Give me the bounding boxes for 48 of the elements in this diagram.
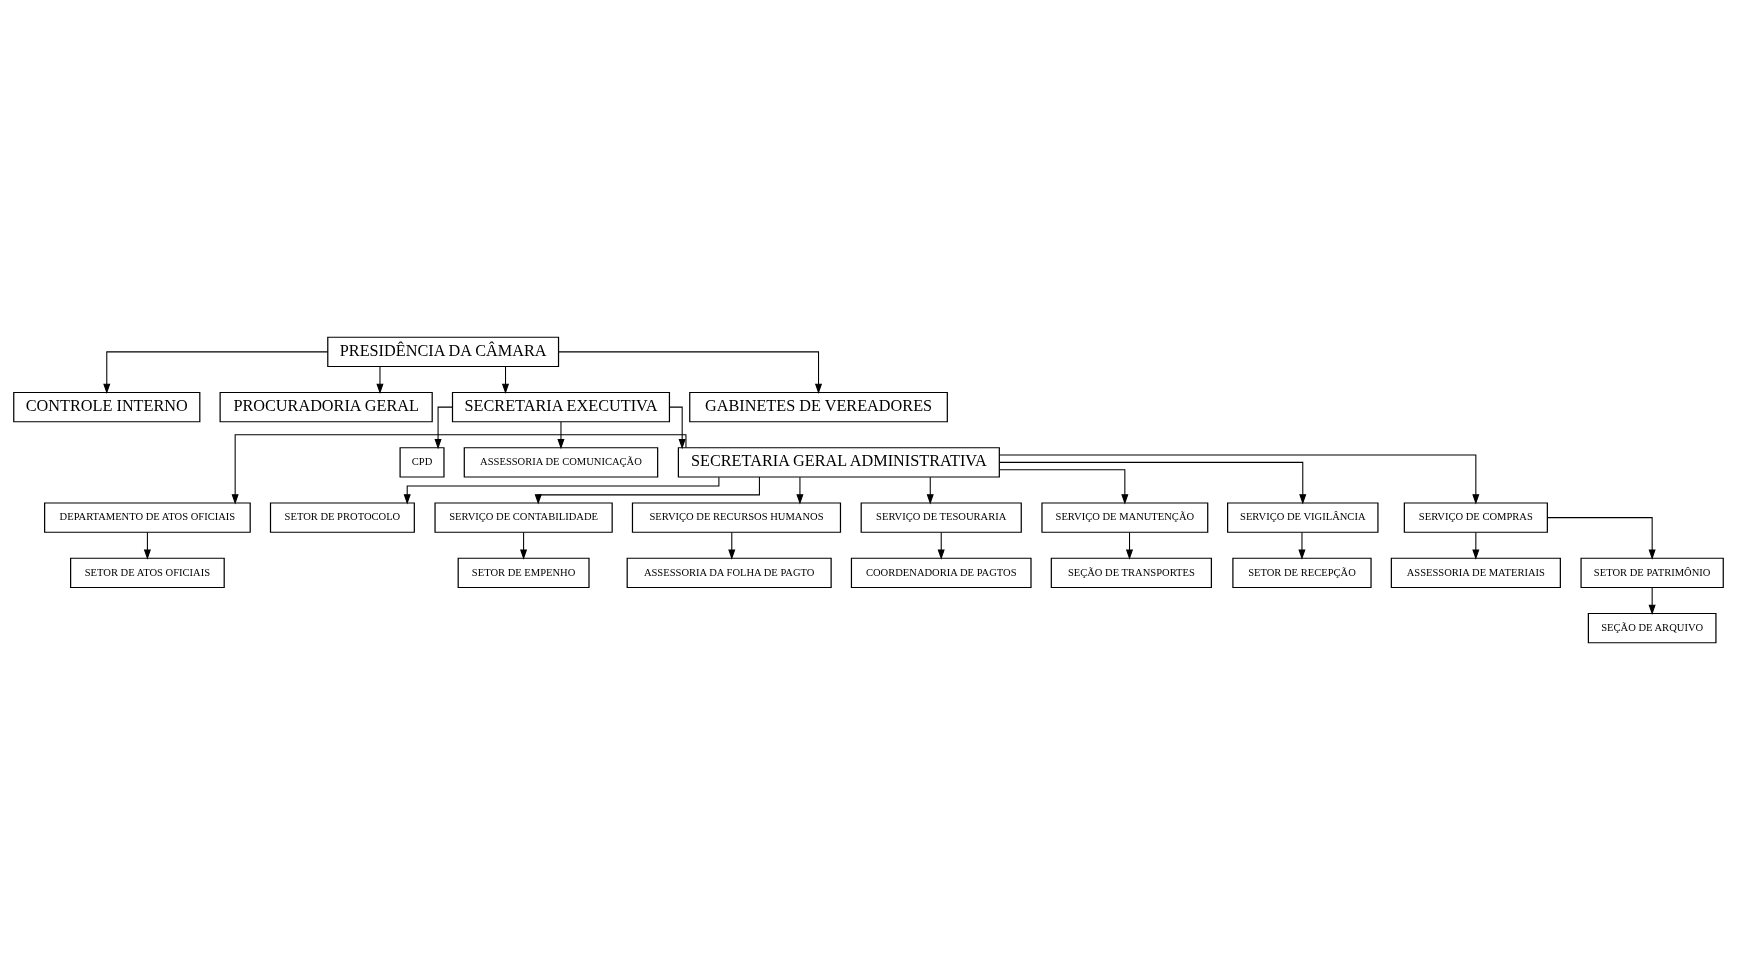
node-box: SETOR DE RECEPÇÃO xyxy=(1232,557,1372,589)
node-box: CONTROLE INTERNO xyxy=(13,391,201,423)
arrow xyxy=(998,461,1307,505)
node-box: ASSESSORIA DA FOLHA DE PAGTO xyxy=(626,557,832,589)
arrow xyxy=(1125,531,1134,560)
arrow xyxy=(728,531,736,560)
arrow xyxy=(998,469,1129,505)
arrow xyxy=(1472,531,1480,560)
node-box: SECRETARIA EXECUTIVA xyxy=(451,391,671,423)
node-box: SERVIÇO DE CONTABILIDADE xyxy=(434,502,613,533)
arrow xyxy=(926,476,934,505)
node-box: SEÇÃO DE ARQUIVO xyxy=(1587,612,1717,644)
node-box: DEPARTAMENTO DE ATOS OFICIAIS xyxy=(44,502,251,533)
arrow xyxy=(1547,517,1656,560)
node-box: SERVIÇO DE RECURSOS HUMANOS xyxy=(631,502,842,533)
node-box: SERVIÇO DE TESOURARIA xyxy=(860,502,1022,533)
arrow xyxy=(1648,587,1656,615)
node-box: SECRETARIA GERAL ADMINISTRATIVA xyxy=(677,447,1000,478)
arrow xyxy=(557,421,565,450)
node-box: ASSESSORIA DE COMUNICAÇÃO xyxy=(463,447,659,478)
node-box: SERVIÇO DE MANUTENÇÃO xyxy=(1041,502,1209,533)
arrow xyxy=(796,476,804,505)
node-box: SERVIÇO DE VIGILÂNCIA xyxy=(1227,502,1379,533)
arrow xyxy=(376,366,384,394)
node-box: SERVIÇO DE COMPRAS xyxy=(1403,502,1548,533)
arrow xyxy=(669,406,686,450)
node-box: PROCURADORIA GERAL xyxy=(219,391,433,423)
arrow xyxy=(937,531,945,560)
node-box: SEÇÃO DE TRANSPORTES xyxy=(1050,557,1212,589)
node-box: SETOR DE PATRIMÔNIO xyxy=(1580,557,1724,589)
node-box: CPD xyxy=(399,447,445,478)
node-box: PRESIDÊNCIA DA CÂMARA xyxy=(327,336,560,368)
arrow xyxy=(143,531,151,560)
node-box: SETOR DE EMPENHO xyxy=(457,557,590,589)
arrow xyxy=(501,366,510,394)
node-box: COORDENADORIA DE PAGTOS xyxy=(850,557,1032,589)
node-box: ASSESSORIA DE MATERIAIS xyxy=(1390,557,1561,589)
node-box: GABINETES DE VEREADORES xyxy=(689,391,948,423)
arrow xyxy=(434,406,453,450)
arrow xyxy=(520,531,528,560)
arrow xyxy=(1298,531,1306,560)
arrow xyxy=(103,351,329,394)
arrow xyxy=(231,434,687,505)
node-box: SETOR DE ATOS OFICIAIS xyxy=(70,557,225,589)
node-box: SETOR DE PROTOCOLO xyxy=(269,502,415,533)
arrow xyxy=(558,351,823,394)
arrow xyxy=(403,476,720,505)
arrow xyxy=(998,454,1480,505)
